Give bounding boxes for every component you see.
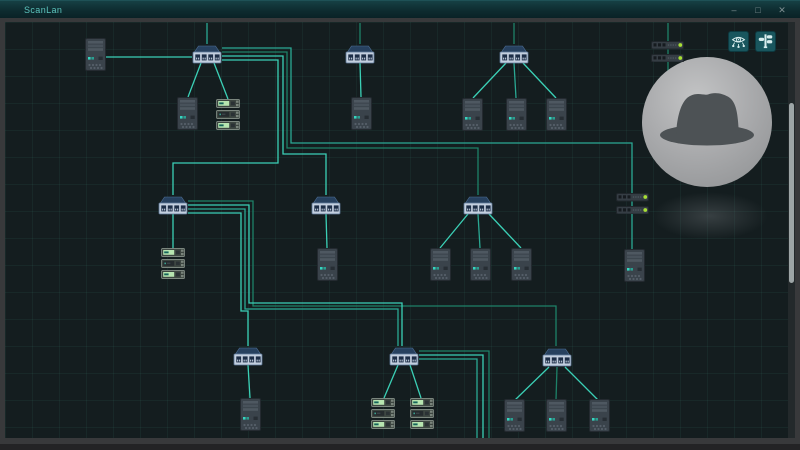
window-title: ScanLan [24, 4, 63, 15]
server-node-server-6[interactable] [545, 97, 567, 131]
network-link [213, 62, 229, 100]
network-link [383, 364, 399, 399]
maximize-button[interactable]: □ [755, 5, 761, 15]
network-link [488, 213, 522, 249]
network-link [419, 354, 484, 438]
logo-reflection [652, 192, 768, 240]
switch-node-switch-core[interactable] [192, 45, 222, 64]
scrollbar-thumb[interactable] [789, 103, 794, 283]
network-link [187, 62, 202, 98]
network-link [172, 59, 279, 195]
switch-node-switch-7[interactable] [233, 347, 263, 366]
network-link [188, 200, 557, 346]
close-button[interactable]: ✕ [778, 5, 786, 15]
switch-node-switch-4[interactable] [158, 196, 188, 215]
server-node-server-1[interactable] [84, 37, 106, 71]
network-link [419, 358, 478, 438]
network-link [222, 51, 479, 195]
switch-node-switch-5[interactable] [311, 196, 341, 215]
rack3-node-rack-4[interactable] [410, 397, 434, 429]
router2-node-router-pair-2[interactable] [615, 192, 649, 214]
network-map-canvas[interactable] [5, 22, 788, 438]
switch-node-switch-2[interactable] [345, 45, 375, 64]
router2-node-router-pair-1[interactable] [650, 40, 684, 62]
server-node-server-5[interactable] [505, 97, 527, 131]
network-link [477, 213, 481, 249]
network-link [409, 364, 422, 399]
server-node-server-8[interactable] [429, 247, 451, 281]
network-link [513, 62, 517, 99]
server-node-server-13[interactable] [503, 398, 525, 432]
server-node-server-15[interactable] [588, 398, 610, 432]
server-node-server-10[interactable] [510, 247, 532, 281]
server-node-server-2[interactable] [176, 96, 198, 130]
server-node-server-14[interactable] [545, 398, 567, 432]
map-toolbar [728, 31, 776, 52]
server-node-server-12[interactable] [239, 397, 261, 431]
network-link [439, 213, 469, 249]
network-link [222, 47, 633, 249]
network-link [188, 204, 403, 346]
switch-node-switch-6[interactable] [463, 196, 493, 215]
window-bottom-edge [0, 444, 800, 450]
eye-scanner-button[interactable] [728, 31, 749, 52]
network-link [514, 366, 550, 401]
network-link [359, 62, 362, 98]
network-link [472, 62, 507, 99]
black-hat-logo [642, 57, 772, 187]
network-link [247, 364, 251, 399]
fedora-hat-icon [660, 93, 754, 146]
rack3-node-rack-2[interactable] [161, 247, 185, 279]
signpost-mapper-icon [758, 34, 773, 49]
vertical-scrollbar [788, 22, 795, 438]
network-mapper-button[interactable] [755, 31, 776, 52]
network-link [522, 62, 557, 99]
rack3-node-rack-3[interactable] [371, 397, 395, 429]
switch-node-switch-3[interactable] [499, 45, 529, 64]
rack3-node-rack-1[interactable] [216, 98, 240, 130]
server-node-server-3[interactable] [350, 96, 372, 130]
network-link [419, 350, 490, 438]
server-node-server-11[interactable] [623, 248, 645, 282]
switch-node-switch-9[interactable] [542, 348, 572, 367]
switch-node-switch-8[interactable] [389, 347, 419, 366]
network-link [188, 212, 249, 346]
network-link [555, 366, 558, 401]
server-node-server-4[interactable] [461, 97, 483, 131]
window-controls: – □ ✕ [728, 1, 788, 19]
server-node-server-7[interactable] [316, 247, 338, 281]
network-link [188, 208, 399, 346]
minimize-button[interactable]: – [731, 5, 737, 15]
server-node-server-9[interactable] [469, 247, 491, 281]
network-link [325, 213, 328, 249]
eye-scanner-icon [731, 36, 746, 48]
network-link [222, 55, 327, 195]
connection-lines [105, 23, 669, 438]
title-bar: ScanLan – □ ✕ [0, 0, 800, 18]
network-link [564, 366, 599, 401]
